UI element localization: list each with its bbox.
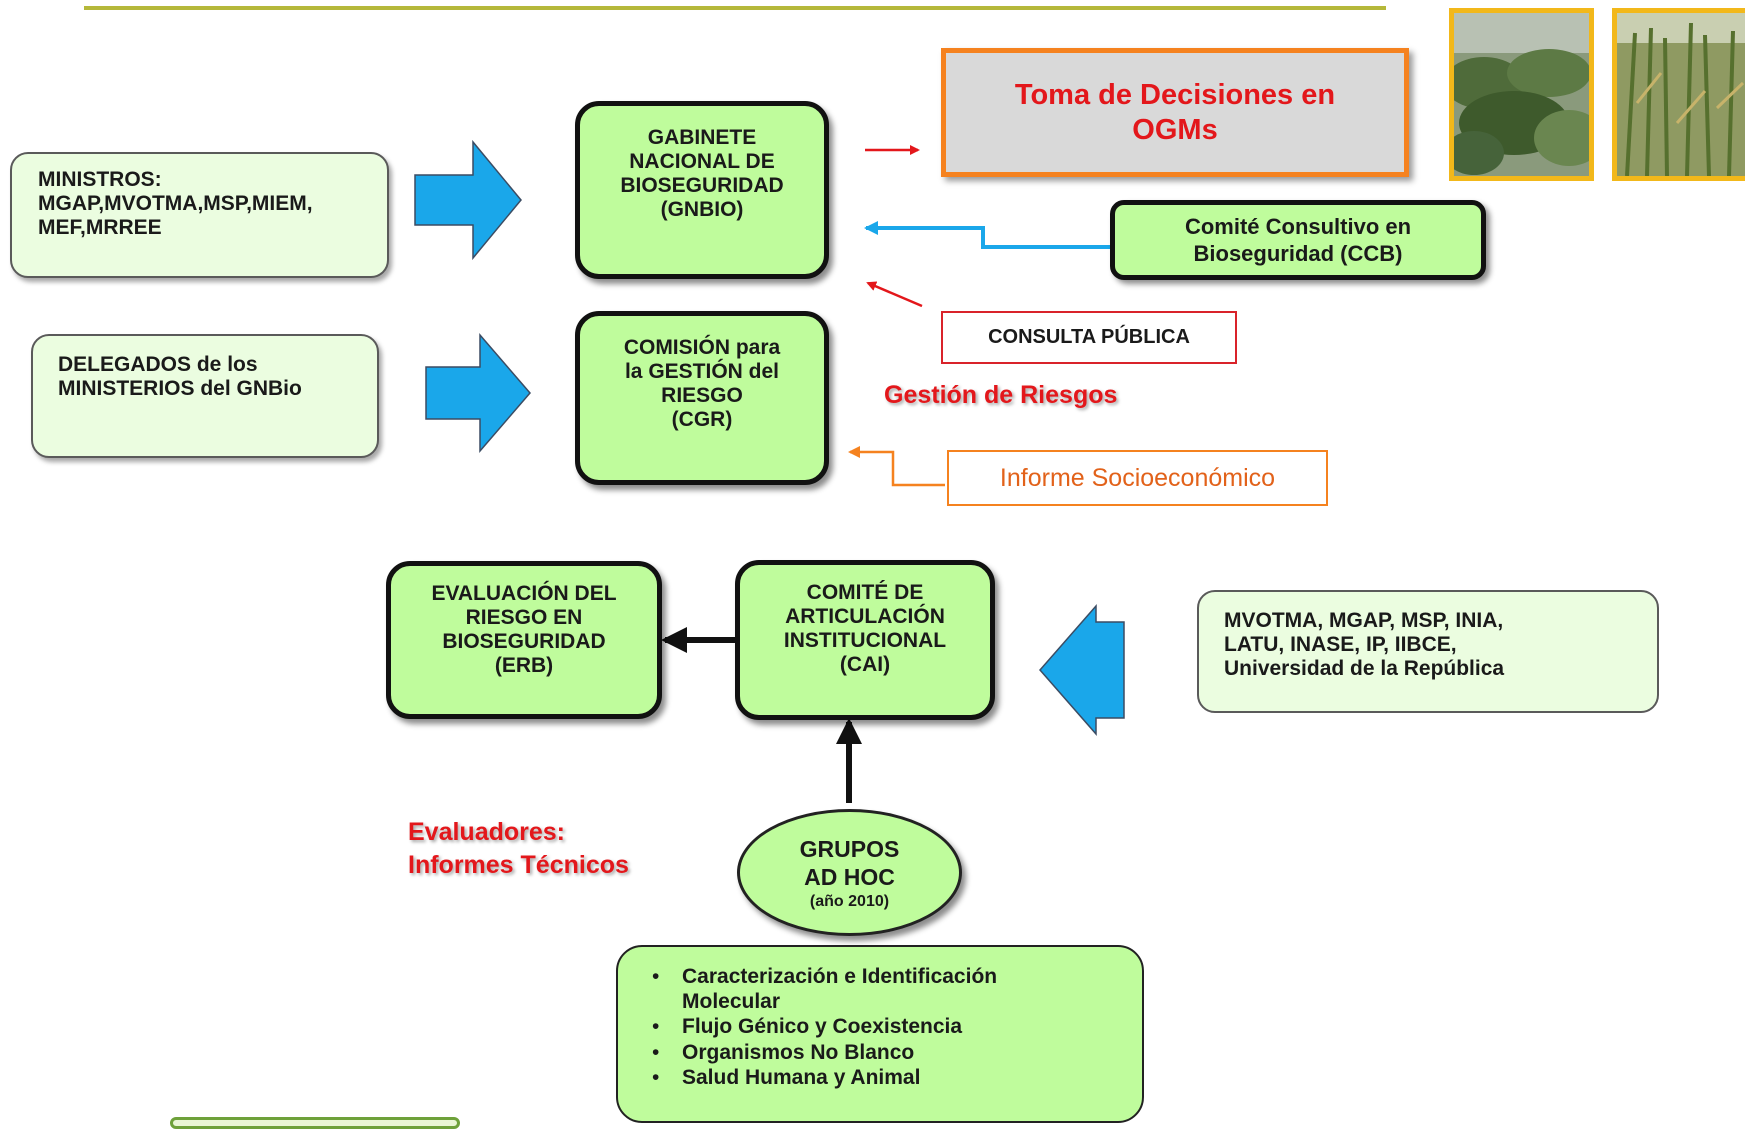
decision-text: Toma de Decisiones en OGMs: [1014, 78, 1336, 146]
arrow-informe-to-cgr: [848, 446, 945, 487]
grupos-title: GRUPOS AD HOC: [799, 836, 900, 890]
bottom-decorative-bar: [170, 1117, 460, 1129]
erb-box: EVALUACIÓN DEL RIESGO EN BIOSEGURIDAD (E…: [386, 561, 662, 719]
topic-item: Caracterización e Identificación Molecul…: [648, 964, 1142, 1014]
gnbio-text: GABINETE NACIONAL DE BIOSEGURIDAD (GNBIO…: [620, 126, 784, 222]
corn-image: [1617, 13, 1745, 176]
ccb-text: Comité Consultivo en Bioseguridad (CCB): [1184, 213, 1412, 267]
consulta-text: CONSULTA PÚBLICA: [988, 326, 1190, 348]
soybean-image: [1454, 13, 1589, 176]
delegados-box: DELEGADOS de los MINISTERIOS del GNBio: [31, 334, 379, 458]
arrow-consulta-to-gnbio: [866, 281, 923, 308]
gnbio-box: GABINETE NACIONAL DE BIOSEGURIDAD (GNBIO…: [575, 101, 829, 279]
cai-text: COMITÉ DE ARTICULACIÓN INSTITUCIONAL (CA…: [783, 581, 947, 677]
informe-socioeconomico-box: Informe Socioeconómico: [947, 450, 1328, 506]
block-arrow-ministros: [414, 139, 522, 261]
topic-item: Salud Humana y Animal: [648, 1065, 1142, 1090]
grupos-ad-hoc-ellipse: GRUPOS AD HOC (año 2010): [737, 809, 962, 936]
consulta-publica-box: CONSULTA PÚBLICA: [941, 311, 1237, 364]
delegados-text: DELEGADOS de los MINISTERIOS del GNBio: [58, 353, 302, 401]
topic-item: Organismos No Blanco: [648, 1040, 1142, 1065]
instituciones-text: MVOTMA, MGAP, MSP, INIA, LATU, INASE, IP…: [1224, 609, 1505, 681]
arrow-ccb-to-gnbio: [864, 221, 1110, 249]
cgr-box: COMISIÓN para la GESTIÓN del RIESGO (CGR…: [575, 311, 829, 485]
ministros-box: MINISTROS: MGAP,MVOTMA,MSP,MIEM, MEF,MRR…: [10, 152, 389, 278]
informe-text: Informe Socioeconómico: [999, 463, 1276, 492]
corn-crop-photo: [1612, 8, 1745, 181]
instituciones-box: MVOTMA, MGAP, MSP, INIA, LATU, INASE, IP…: [1197, 590, 1659, 713]
evaluadores-label: Evaluadores: Informes Técnicos: [408, 818, 629, 879]
grupos-year: (año 2010): [809, 893, 890, 911]
ccb-box: Comité Consultivo en Bioseguridad (CCB): [1110, 200, 1486, 280]
grupos-topics-box: Caracterización e Identificación Molecul…: [616, 945, 1144, 1123]
cai-box: COMITÉ DE ARTICULACIÓN INSTITUCIONAL (CA…: [735, 560, 995, 720]
block-arrow-instituciones: [1039, 604, 1125, 736]
cgr-text: COMISIÓN para la GESTIÓN del RIESGO (CGR…: [623, 336, 781, 432]
block-arrow-delegados: [425, 332, 531, 454]
top-divider-line: [84, 6, 1386, 10]
ministros-text: MINISTROS: MGAP,MVOTMA,MSP,MIEM, MEF,MRR…: [38, 168, 313, 240]
soybean-crop-photo: [1449, 8, 1594, 181]
topic-item: Flujo Génico y Coexistencia: [648, 1014, 1142, 1039]
decision-box: Toma de Decisiones en OGMs: [941, 48, 1409, 177]
erb-text: EVALUACIÓN DEL RIESGO EN BIOSEGURIDAD (E…: [431, 582, 617, 678]
gestion-riesgos-label: Gestión de Riesgos: [884, 381, 1118, 409]
grupos-topics-list: Caracterización e Identificación Molecul…: [648, 964, 1142, 1090]
